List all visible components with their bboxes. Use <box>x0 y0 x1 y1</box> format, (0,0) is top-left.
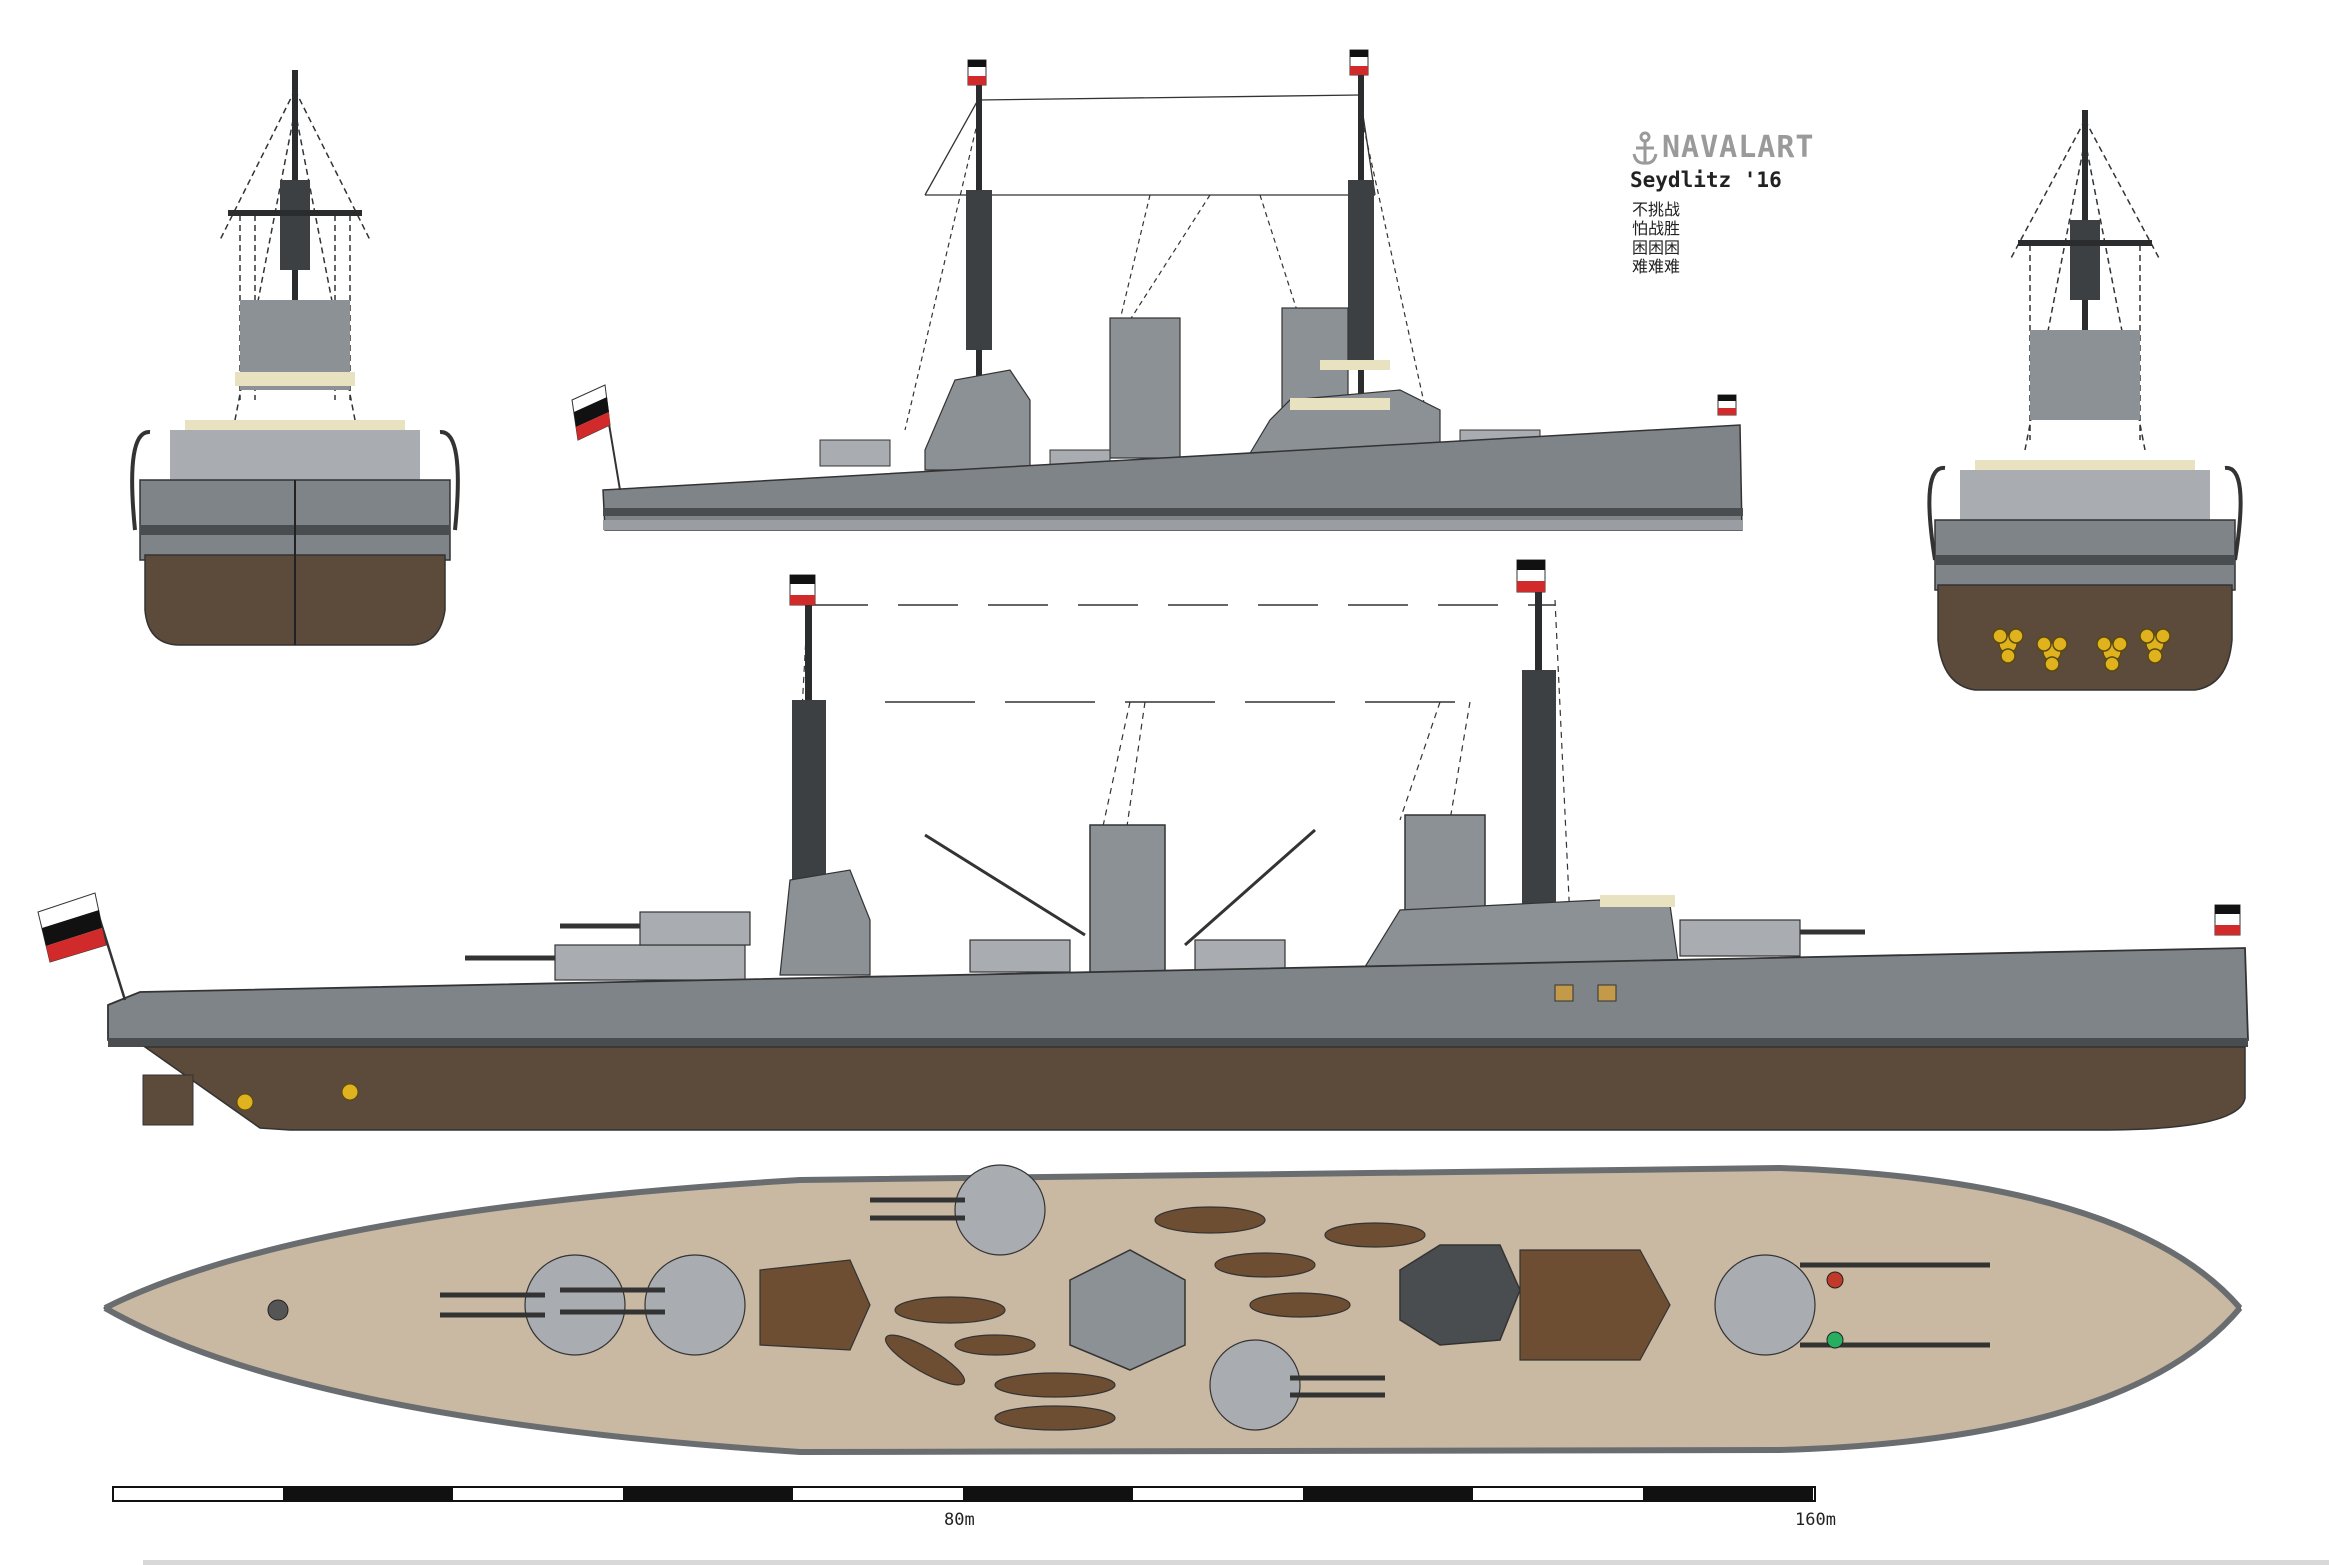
note-line: 难难难 <box>1632 257 1681 276</box>
turret <box>1209 1339 1301 1431</box>
turret <box>1714 1254 1816 1356</box>
flag-icon <box>37 892 127 1001</box>
propeller-icon <box>1992 628 2024 664</box>
fore-funnel <box>1109 317 1181 459</box>
flag-icon <box>2214 904 2241 936</box>
turret <box>524 1254 626 1356</box>
note-line: 困困困 <box>1632 238 1681 257</box>
boat <box>894 1296 1006 1324</box>
propeller-icon <box>2139 628 2171 664</box>
note-line: 不挑战 <box>1632 200 1681 219</box>
notes-block: 不挑战 怕战胜 困困困 难难难 <box>1632 200 1680 276</box>
propeller-icon <box>236 1093 254 1111</box>
side-view-small <box>571 49 1743 531</box>
scale-bar <box>112 1486 1816 1502</box>
main-below-waterline <box>142 1046 2246 1131</box>
flag-icon <box>1717 394 1737 416</box>
capstan <box>267 1299 289 1321</box>
turret <box>644 1254 746 1356</box>
turret <box>954 1164 1046 1256</box>
footer-bar <box>143 1560 2329 1565</box>
fore-funnel-main <box>1089 824 1166 976</box>
ship-title: Seydlitz '16 <box>1630 168 1782 192</box>
propeller-icon <box>2036 636 2068 672</box>
propeller-icon <box>2096 636 2128 672</box>
scale-label-160: 160m <box>1795 1510 1836 1530</box>
boat <box>1324 1222 1426 1248</box>
brand-logo: NAVALART <box>1662 130 1815 165</box>
anchor-icon <box>1632 131 1658 165</box>
boat <box>954 1334 1036 1356</box>
fore-funnel-top <box>1069 1249 1186 1371</box>
propeller-icon <box>341 1083 359 1101</box>
flag-icon <box>789 574 816 606</box>
top-view <box>102 1164 2243 1456</box>
flag-icon <box>571 384 621 491</box>
side-view-main <box>37 559 2249 1131</box>
boat <box>1214 1252 1316 1278</box>
aft-funnel-top <box>1399 1244 1521 1346</box>
rear-view <box>1927 110 2243 691</box>
scale-label-80: 80m <box>944 1510 975 1530</box>
rear-below-waterline <box>1937 584 2233 691</box>
boat <box>1249 1292 1351 1318</box>
main-hull <box>107 947 2249 1041</box>
front-view <box>130 70 460 646</box>
flag-icon <box>1516 559 1546 593</box>
boat <box>884 1334 966 1386</box>
note-line: 怕战胜 <box>1632 219 1681 238</box>
flag-icon <box>967 59 987 86</box>
flag-icon <box>1349 49 1369 76</box>
boat <box>1154 1206 1266 1234</box>
boat <box>994 1405 1116 1431</box>
boat <box>994 1372 1116 1398</box>
